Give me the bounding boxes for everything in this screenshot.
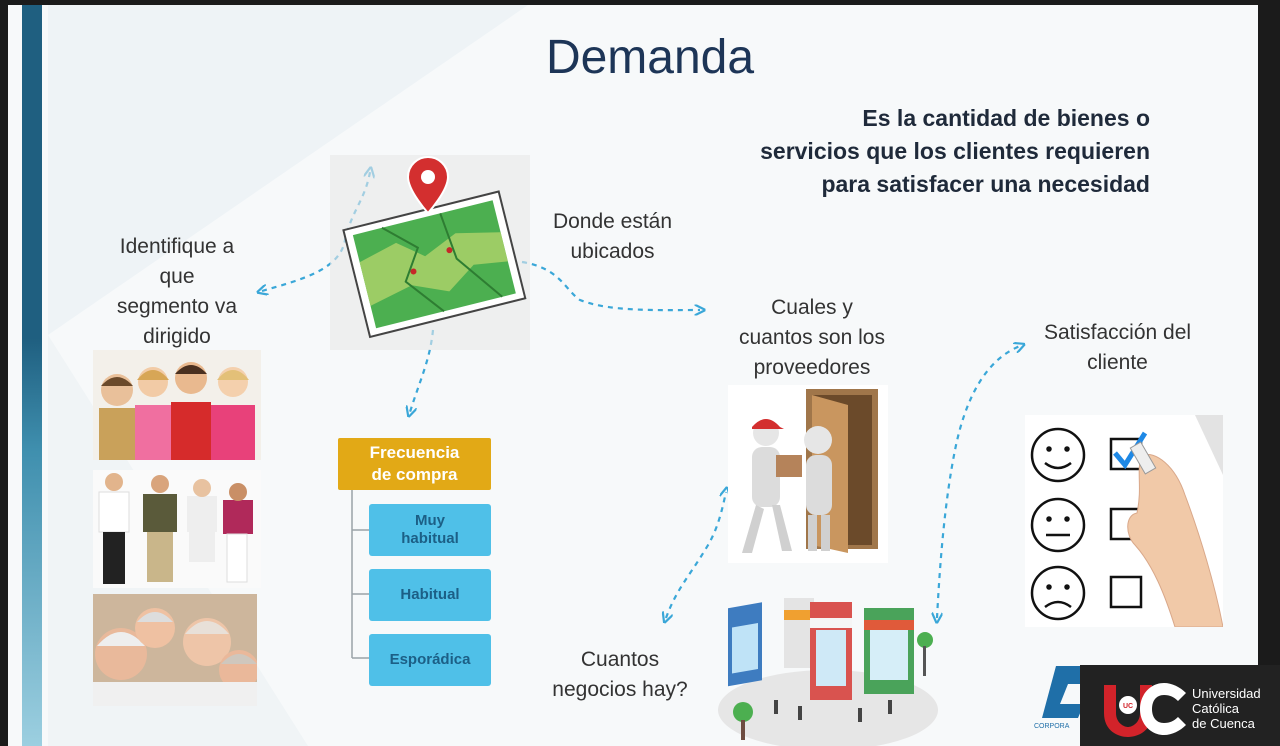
page-title: Demanda xyxy=(545,31,755,84)
satisfaction-label: Satisfacción del cliente xyxy=(1043,321,1192,374)
smiley-rating-icon xyxy=(1025,415,1223,627)
university-logo-icon: UC xyxy=(1104,683,1186,737)
accent-bar xyxy=(22,5,42,746)
segment-label: Identifique a que segmento va dirigido xyxy=(116,235,238,348)
frequency-header: Frecuencia de compra xyxy=(338,438,491,490)
storefront-icon xyxy=(718,598,938,746)
frequency-tree-lines xyxy=(351,490,369,659)
frequency-item-habitual: Habitual xyxy=(369,569,491,621)
arrow-frequency xyxy=(410,329,435,412)
arrow-businesses xyxy=(666,492,726,618)
svg-text:CORPORA: CORPORA xyxy=(1034,723,1070,730)
university-name: Universidad Católica de Cuenca xyxy=(1192,686,1261,731)
frequency-item-esporadica: Esporádica xyxy=(369,634,491,686)
svg-text:UC: UC xyxy=(1123,703,1133,710)
arrow-location xyxy=(521,260,700,310)
businesses-label: Cuantos negocios hay? xyxy=(552,648,688,701)
seniors-photo xyxy=(93,594,257,706)
location-label: Donde están ubicados xyxy=(552,210,673,263)
door-delivery-icon xyxy=(728,385,888,563)
kids-photo xyxy=(93,350,261,460)
adults-photo xyxy=(93,470,261,588)
arrow-satisfaction xyxy=(937,346,1020,618)
suppliers-label: Cuales y cuantos son los proveedores xyxy=(739,296,885,379)
map-pin-icon xyxy=(330,155,530,350)
definition-text: Es la cantidad de bienes o servicios que… xyxy=(760,105,1150,197)
